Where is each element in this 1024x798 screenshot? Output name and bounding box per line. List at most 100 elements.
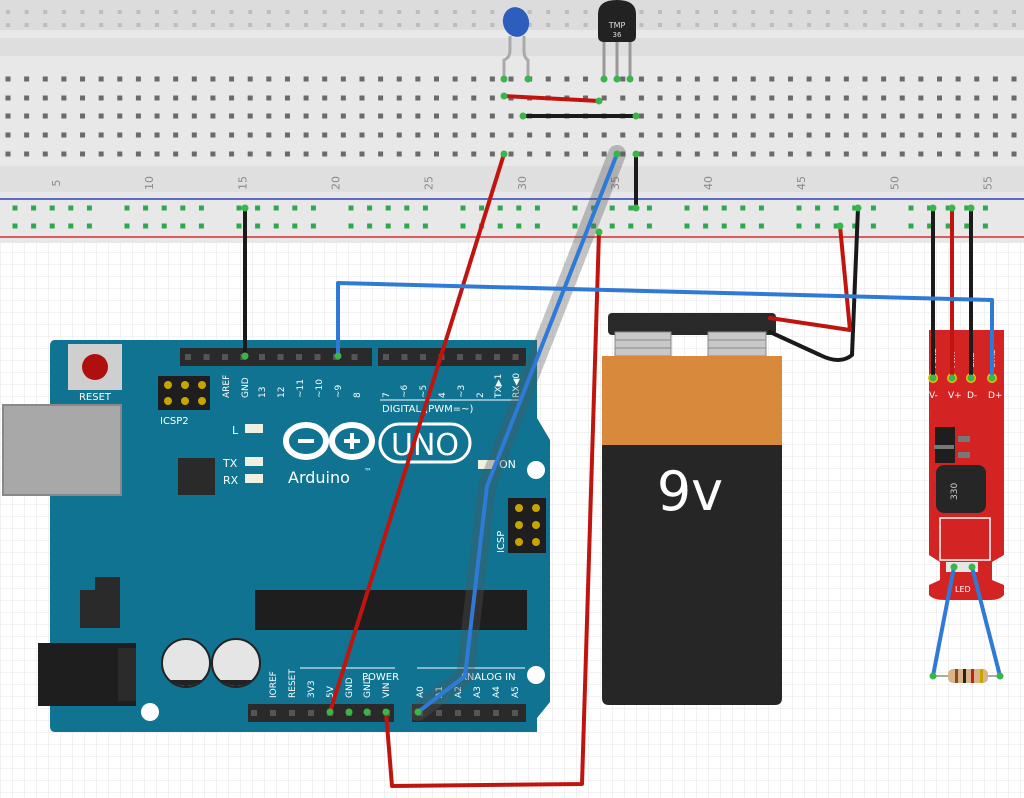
led-on-label: ON: [499, 458, 516, 471]
wire-endpoint: [632, 112, 640, 120]
wire-endpoint: [967, 204, 975, 212]
wire-endpoint: [500, 75, 508, 83]
icsp2-label: ICSP2: [160, 416, 189, 427]
wire-endpoint: [414, 708, 422, 716]
led-on: [478, 460, 496, 469]
digital-header-2: [378, 348, 526, 366]
analog-pin-label: A4: [492, 686, 502, 698]
digital-pin-label: TX▶1: [494, 374, 504, 399]
wire-pin9-ctrl: [336, 281, 994, 378]
column-label: 30: [516, 176, 529, 190]
digital-pin-label: RX◀0: [512, 373, 522, 398]
wires: [243, 94, 1002, 788]
wire-endpoint: [948, 204, 956, 212]
wire-endpoint: [345, 708, 353, 716]
reset-button[interactable]: [68, 344, 122, 390]
uno-badge: [378, 422, 472, 464]
icsp2-header: [158, 376, 210, 410]
wire-led-right: [970, 565, 1002, 678]
wire-endpoint: [967, 374, 975, 382]
led-rx: [245, 474, 263, 483]
wire-endpoint: [632, 150, 640, 158]
power-pin-label: VIN: [382, 682, 392, 698]
wire-5v: [328, 152, 506, 714]
wire-endpoint: [613, 150, 621, 158]
wire-endpoint: [632, 204, 640, 212]
analog-pin-label: A2: [454, 686, 464, 698]
tmp36-sensor: TMP 36: [598, 0, 636, 78]
digital-pin-label: 8: [353, 392, 363, 398]
brand-label: Arduino: [288, 468, 350, 487]
wire-endpoint: [382, 708, 390, 716]
wire-endpoint: [929, 672, 937, 680]
wire-endpoint: [519, 112, 527, 120]
battery-terminal-1: [614, 331, 672, 357]
wire-a0: [416, 152, 619, 714]
atmega-chip: [255, 590, 527, 630]
mounting-hole: [527, 666, 545, 684]
mounting-hole: [527, 461, 545, 479]
mounting-hole: [141, 703, 159, 721]
wire-endpoint: [988, 374, 996, 382]
column-label: 55: [982, 176, 995, 190]
wire-endpoint: [836, 222, 844, 230]
wire-endpoint: [948, 374, 956, 382]
analog-pin-label: A1: [435, 686, 445, 698]
digital-pin-label: 2: [476, 392, 486, 398]
analog-pin-label: A3: [473, 686, 483, 698]
column-label: 45: [795, 176, 808, 190]
led-l-label: L: [232, 424, 239, 437]
wire-vin: [384, 230, 601, 788]
analog-pin-label: A5: [511, 686, 521, 698]
wire-endpoint: [950, 563, 958, 571]
wire-battery-black: [768, 206, 860, 362]
wire-endpoint: [500, 92, 508, 100]
digital-header-1: [180, 348, 372, 366]
capacitor-1: [161, 638, 211, 688]
battery-9v: 9v: [602, 313, 782, 705]
column-label: 50: [888, 176, 901, 190]
ceramic-capacitor: [502, 7, 530, 80]
power-pin-label: 5V: [326, 685, 336, 698]
digital-pin-label: 4: [438, 392, 448, 398]
wire-endpoint: [363, 708, 371, 716]
analog-header: [412, 704, 526, 722]
wire-endpoint: [929, 204, 937, 212]
wire-battery-red: [768, 224, 852, 332]
digital-pin-label: AREF: [222, 375, 232, 398]
trademark-label: ™: [364, 467, 372, 476]
wire-endpoint: [929, 374, 937, 382]
column-label: 15: [236, 176, 249, 190]
wire-led-left: [931, 565, 956, 678]
inductor: [936, 465, 986, 513]
sensor-line2: 36: [613, 31, 622, 39]
inductor-code: 330: [950, 483, 960, 500]
driver-bottom-labels: V-V+D-D+: [929, 391, 1002, 401]
digital-pin-label: ~10: [315, 379, 325, 398]
digital-pin-label: ~6: [400, 384, 410, 398]
led-tx: [245, 457, 263, 466]
sensor-line1: TMP: [608, 21, 626, 30]
wire-bb-red-1: [502, 94, 601, 103]
column-label: 25: [423, 176, 436, 190]
led-tx-label: TX: [222, 457, 238, 470]
driver-bottom-pin-label: D-: [967, 391, 977, 401]
wire-endpoint: [334, 352, 342, 360]
digital-label: DIGITAL (PWM=~): [382, 404, 473, 415]
wire-endpoint: [241, 204, 249, 212]
power-pin-label: RESET: [288, 669, 298, 698]
wire-endpoint: [613, 75, 621, 83]
usb-port: [3, 405, 121, 495]
led-label: LED: [955, 585, 971, 594]
power-pin-label: GND: [345, 677, 355, 698]
wire-endpoint: [595, 97, 603, 105]
arduino-logo: [283, 422, 375, 460]
column-label: 35: [609, 176, 622, 190]
wire-endpoint: [968, 563, 976, 571]
wire-endpoint: [500, 150, 508, 158]
led-rx-label: RX: [223, 474, 239, 487]
resistor: [933, 669, 1000, 683]
